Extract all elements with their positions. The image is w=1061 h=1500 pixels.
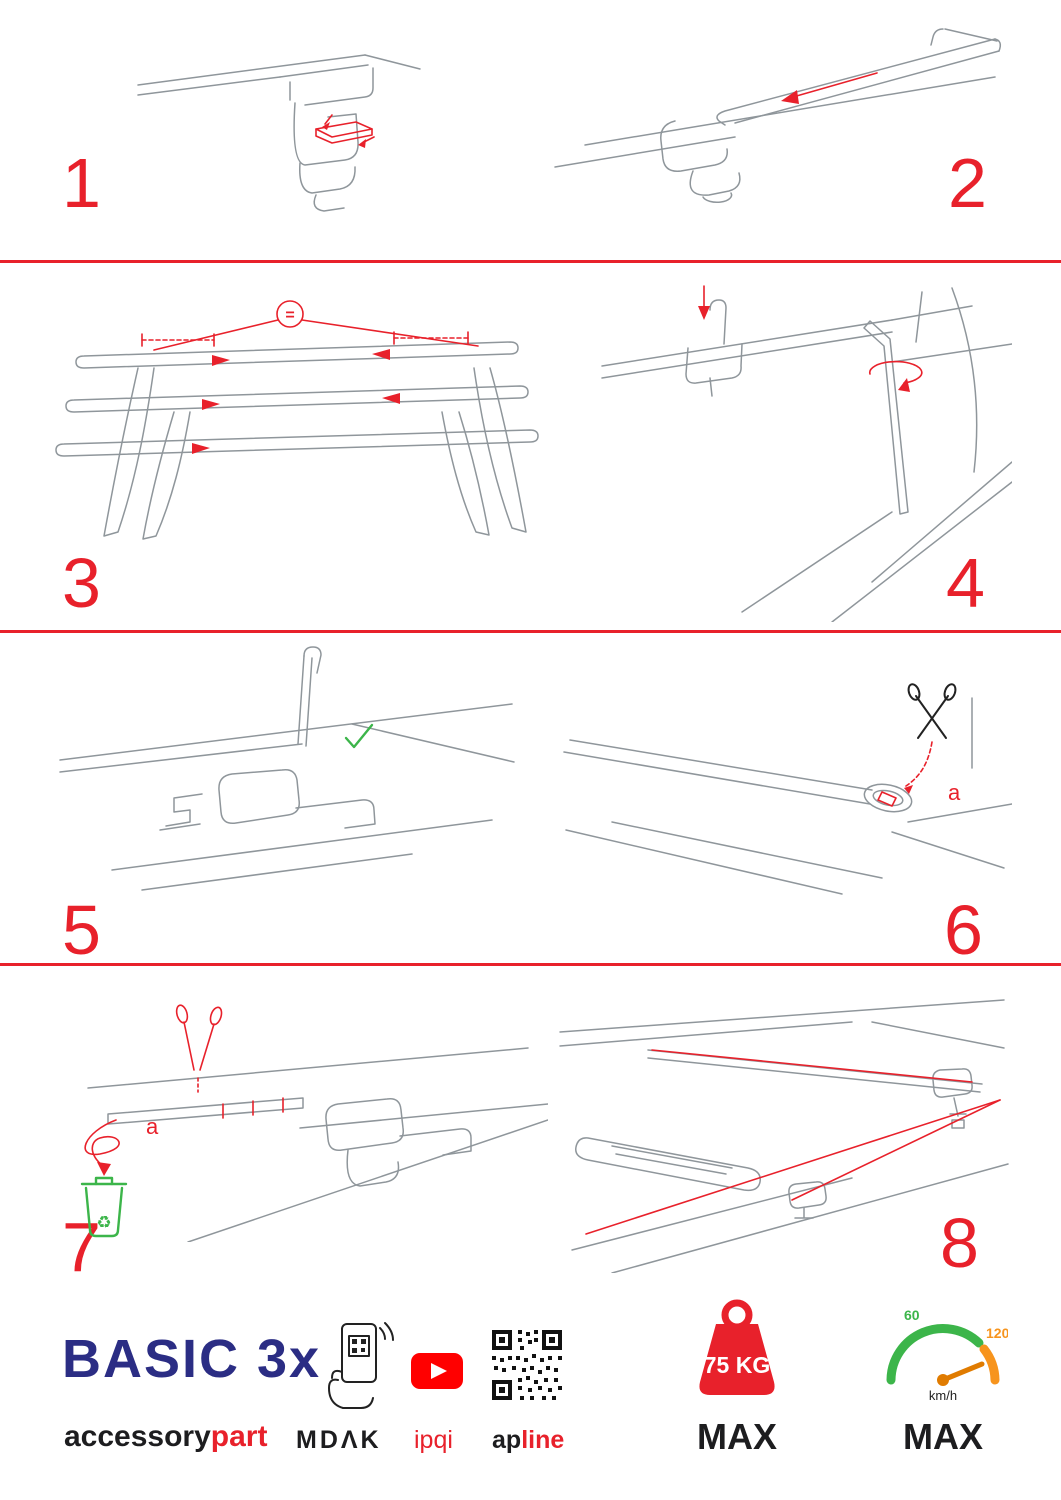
scissors-icon <box>907 683 957 739</box>
scissors-red-icon <box>175 1004 223 1093</box>
step-1-number: 1 <box>62 144 101 222</box>
step-1-illustration <box>130 35 450 245</box>
step-4-illustration <box>592 282 1012 622</box>
equal-spacing-guides <box>141 300 479 351</box>
section-divider-2 <box>0 630 1061 633</box>
step-8-illustration <box>552 988 1012 1273</box>
apline-logo: apline <box>492 1426 564 1455</box>
rotate-arrow-icon <box>868 360 923 392</box>
apline-red: line <box>521 1426 565 1454</box>
assembly-drawing <box>559 999 1009 1273</box>
cut-guide <box>877 741 933 807</box>
cut-label-a: a <box>146 1114 159 1139</box>
step-2-illustration <box>525 25 1005 225</box>
brand-wordmark: accessorypart <box>64 1420 267 1454</box>
pad-insert-highlight <box>315 114 375 148</box>
step-5-number: 5 <box>62 891 101 969</box>
step-2-number: 2 <box>948 144 987 222</box>
hex-key-drawing <box>601 287 1012 622</box>
clamp-hook-drawing <box>59 646 515 891</box>
product-name: BASIC 3x <box>62 1329 322 1389</box>
brand-red: part <box>210 1420 268 1453</box>
section-divider-3 <box>0 963 1061 966</box>
step-6-illustration: a <box>552 682 1012 917</box>
speed-unit-label: km/h <box>929 1388 957 1403</box>
apline-black: ap <box>492 1426 522 1454</box>
alignment-guides <box>585 1049 1001 1235</box>
speed-max-label: MAX <box>903 1416 983 1457</box>
youtube-play-icon <box>431 1363 447 1379</box>
speed-low-label: 60 <box>904 1307 920 1323</box>
ipqi-logo: ipqi <box>414 1426 453 1454</box>
step-6-number: 6 <box>944 891 983 969</box>
youtube-icon <box>410 1352 464 1390</box>
equal-icon: = <box>285 307 294 324</box>
weight-max-label: MAX <box>697 1416 777 1457</box>
weight-value: 75 KG <box>704 1352 770 1378</box>
phone-scan-icon <box>318 1318 398 1410</box>
step-3-number: 3 <box>62 544 101 622</box>
bar-endcap-drawing <box>554 28 1002 204</box>
cut-marks <box>84 1097 284 1176</box>
step-4-number: 4 <box>946 544 985 622</box>
step-8-number: 8 <box>940 1204 979 1282</box>
slide-arrow-icon <box>781 72 878 104</box>
check-icon <box>344 723 374 749</box>
roof-rail-drawing <box>137 54 421 212</box>
cut-label-a: a <box>948 780 961 805</box>
three-bars-drawing <box>55 341 539 540</box>
mdak-logo: MDΛK <box>296 1426 382 1454</box>
brand-black: accessory <box>64 1420 211 1453</box>
step-7-number: 7 <box>62 1208 101 1286</box>
section-divider-1 <box>0 260 1061 263</box>
insert-down-arrow-icon <box>698 285 710 320</box>
step-7-illustration: ♻ a <box>48 992 548 1242</box>
speedometer-icon: 60 120 km/h <box>878 1292 1008 1410</box>
recycle-icon: ♻ <box>96 1213 111 1232</box>
position-arrows <box>192 349 400 454</box>
strip-clamp-drawing <box>87 1047 548 1242</box>
trash-icon <box>80 1176 128 1238</box>
weight-limit-icon: 75 KG <box>672 1298 802 1410</box>
step-5-illustration <box>52 642 522 907</box>
aero-bar-drawing <box>563 697 1012 895</box>
speed-high-label: 120 <box>986 1325 1008 1341</box>
qr-code <box>488 1326 566 1404</box>
step-3-illustration: = <box>42 284 552 554</box>
